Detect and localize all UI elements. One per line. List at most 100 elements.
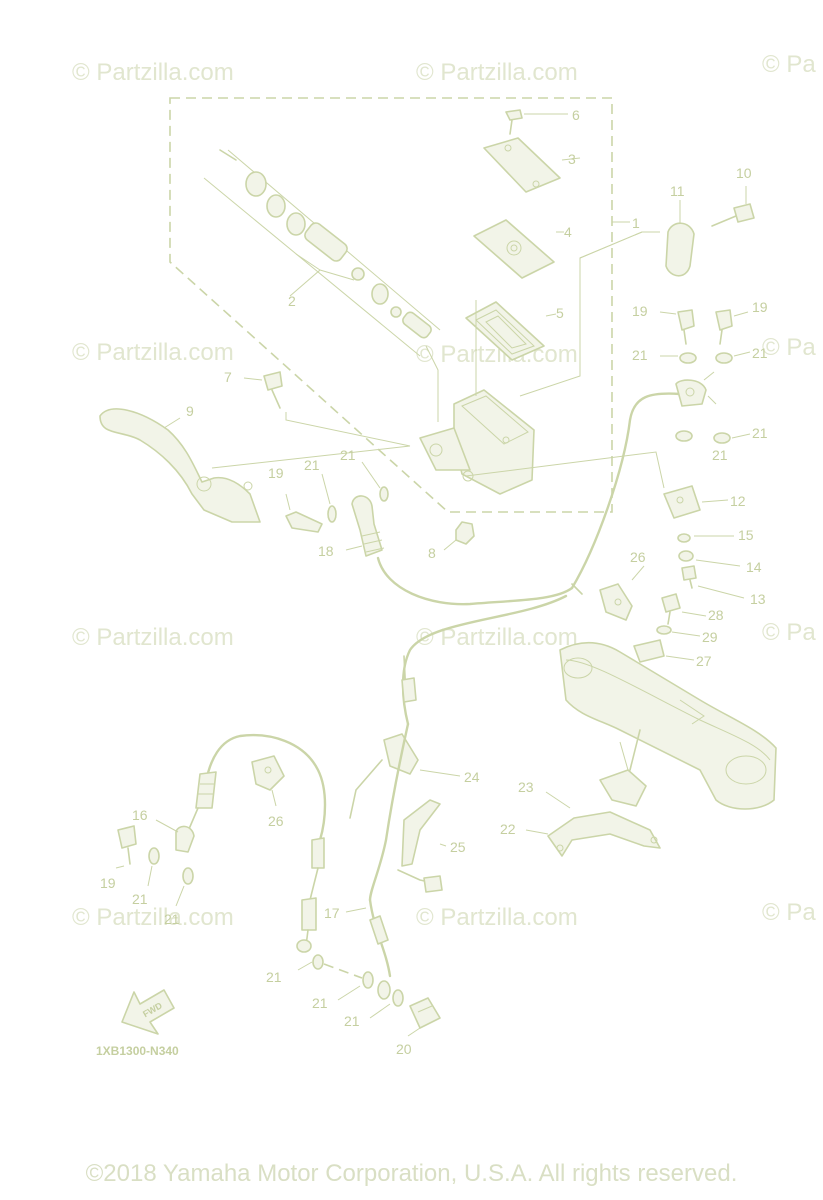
watermark: © Partzilla.com — [72, 624, 234, 651]
callout-21[interactable]: 21 — [164, 911, 180, 927]
part-28-bolt — [661, 593, 707, 625]
watermark: © Partzilla.com — [72, 339, 234, 366]
part-13-bolt — [681, 565, 745, 599]
banjo-fitting-right — [675, 371, 717, 407]
part-19-banjo-bolt — [715, 309, 749, 345]
part-18-hose-fitting — [345, 495, 385, 557]
callout-9[interactable]: 9 — [186, 403, 194, 419]
callout-21[interactable]: 21 — [340, 447, 356, 463]
lower-bracket — [559, 641, 777, 810]
callout-18[interactable]: 18 — [318, 543, 334, 559]
part-26-hose-clip — [571, 565, 645, 621]
callout-7[interactable]: 7 — [224, 369, 232, 385]
part-20-banjo-bolt — [407, 997, 441, 1037]
watermark: © Partzilla.com — [416, 624, 578, 651]
part-21-washer — [321, 461, 389, 523]
callout-27[interactable]: 27 — [696, 653, 712, 669]
part-11-clamp — [665, 200, 695, 277]
part-26-hose-clip — [251, 755, 285, 807]
callout-22[interactable]: 22 — [500, 821, 516, 837]
callout-16[interactable]: 16 — [132, 807, 148, 823]
callout-29[interactable]: 29 — [702, 629, 718, 645]
callout-12[interactable]: 12 — [730, 493, 746, 509]
callout-25[interactable]: 25 — [450, 839, 466, 855]
callout-26[interactable]: 26 — [268, 813, 284, 829]
part-21-washer — [297, 954, 404, 1019]
part-6-screw — [505, 109, 568, 135]
callout-21[interactable]: 21 — [266, 969, 282, 985]
part-16-hose — [155, 771, 217, 853]
callout-21[interactable]: 21 — [132, 891, 148, 907]
callout-14[interactable]: 14 — [746, 559, 762, 575]
callout-10[interactable]: 10 — [736, 165, 752, 181]
left-brake-hose — [204, 734, 327, 842]
callout-21[interactable]: 21 — [712, 447, 728, 463]
callout-11[interactable]: 11 — [670, 183, 685, 199]
part-12-hose-joint — [465, 451, 729, 519]
part-21-washer — [147, 847, 194, 907]
callout-5[interactable]: 5 — [556, 305, 564, 321]
part-21-washer — [660, 351, 751, 444]
part-29-washer — [656, 625, 701, 637]
diagram-code: 1XB1300-N340 — [96, 1044, 179, 1058]
copyright-notice: ©2018 Yamaha Motor Corporation, U.S.A. A… — [85, 1160, 738, 1187]
part-14-washer — [678, 550, 741, 567]
callout-4[interactable]: 4 — [564, 224, 572, 240]
callout-13[interactable]: 13 — [750, 591, 766, 607]
master-cylinder-body — [419, 389, 535, 495]
fwd-arrow-icon: FWD — [121, 989, 175, 1035]
callout-21[interactable]: 21 — [752, 425, 768, 441]
part-17-hose — [345, 907, 389, 945]
watermark-partial: © Pa — [762, 899, 816, 926]
callout-21[interactable]: 21 — [304, 457, 320, 473]
part-25-guide — [397, 799, 447, 893]
callout-3[interactable]: 3 — [568, 151, 576, 167]
callout-23[interactable]: 23 — [518, 779, 534, 795]
lower-brake-hose — [401, 594, 568, 726]
watermark: © Partzilla.com — [72, 904, 234, 931]
part-7-bolt — [243, 371, 283, 409]
watermark-partial: © Pa — [762, 619, 816, 646]
assembly-outline — [169, 97, 613, 513]
part-5-diaphragm — [465, 301, 557, 361]
watermark-partial: © Pa — [762, 51, 816, 78]
callout-19[interactable]: 19 — [100, 875, 116, 891]
callout-28[interactable]: 28 — [708, 607, 724, 623]
upper-brake-hose — [376, 556, 574, 606]
part-4-plate — [473, 219, 564, 279]
part-8-nut — [443, 521, 475, 551]
lower-brake-hose — [368, 722, 410, 902]
callout-19[interactable]: 19 — [268, 465, 284, 481]
callout-17[interactable]: 17 — [324, 905, 340, 921]
part-19-banjo-bolt — [285, 493, 323, 533]
part-23-bracket — [545, 741, 647, 809]
callout-6[interactable]: 6 — [572, 107, 580, 123]
callout-2[interactable]: 2 — [288, 293, 296, 309]
callout-24[interactable]: 24 — [464, 769, 480, 785]
callout-20[interactable]: 20 — [396, 1041, 412, 1057]
watermark: © Partzilla.com — [416, 59, 578, 86]
callout-21[interactable]: 21 — [344, 1013, 360, 1029]
callout-26[interactable]: 26 — [630, 549, 646, 565]
callout-1[interactable]: 1 — [632, 215, 640, 231]
callout-21[interactable]: 21 — [312, 995, 328, 1011]
part-19-banjo-bolt — [115, 825, 137, 869]
part-2-piston-kit — [203, 149, 441, 357]
upper-brake-hose — [570, 392, 682, 590]
callout-19[interactable]: 19 — [632, 303, 648, 319]
part-9-lever — [99, 408, 411, 523]
callout-21[interactable]: 21 — [632, 347, 648, 363]
callout-19[interactable]: 19 — [752, 299, 768, 315]
part-10-bolt — [711, 186, 755, 227]
watermark-partial: © Pa — [762, 334, 816, 361]
part-15-washer — [677, 533, 734, 543]
callout-labels: 1 2 3 4 5 6 7 8 9 10 11 12 13 14 15 16 1… — [100, 107, 768, 1057]
callout-21[interactable]: 21 — [752, 345, 768, 361]
part-22-bracket — [525, 811, 661, 857]
callout-8[interactable]: 8 — [428, 545, 436, 561]
callout-15[interactable]: 15 — [738, 527, 754, 543]
watermark: © Partzilla.com — [416, 904, 578, 931]
watermark: © Partzilla.com — [72, 59, 234, 86]
